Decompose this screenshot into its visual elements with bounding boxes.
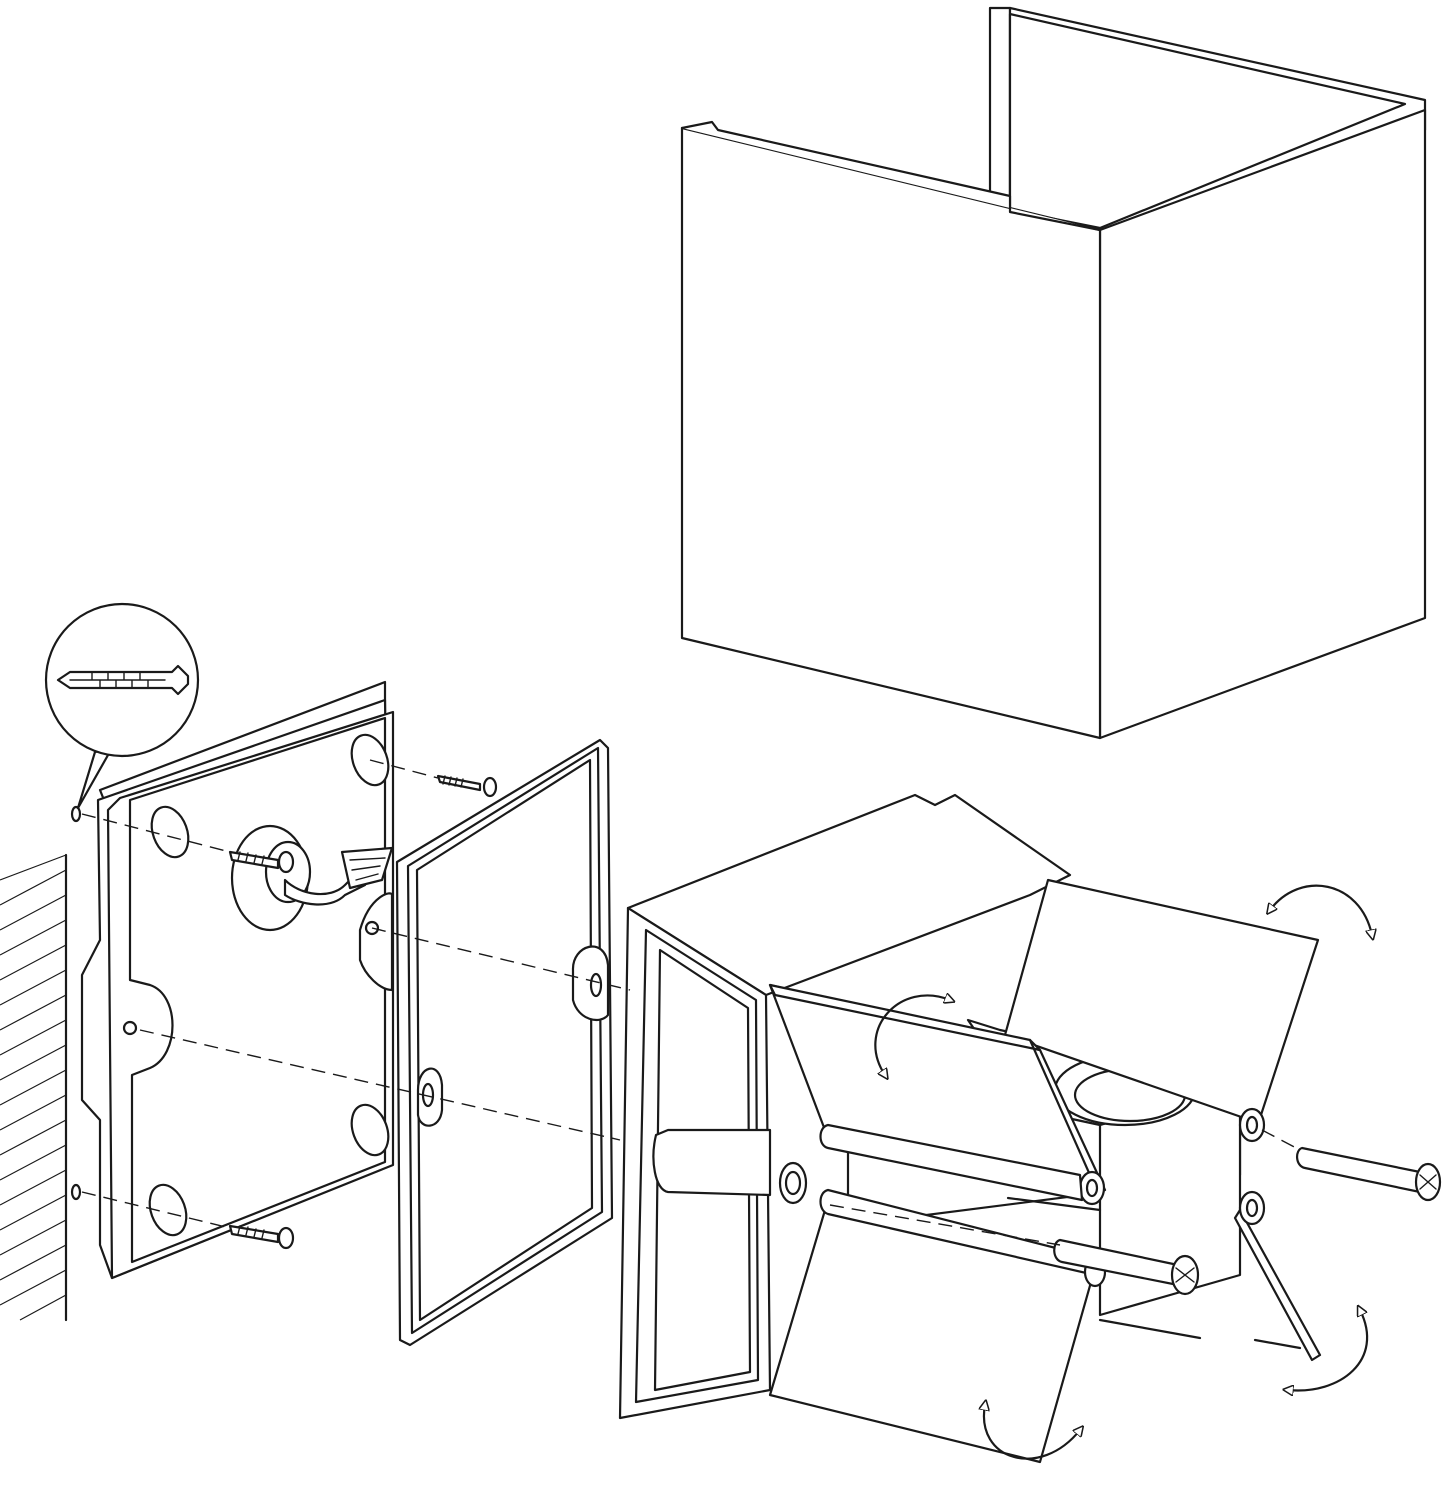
screw-icon [436,774,498,798]
screw-icon [1296,1146,1442,1202]
wall-hole-top [70,805,82,823]
mounting-plate [80,680,395,1280]
screw-icon [228,850,295,874]
cable-gland [230,824,394,932]
curved-double-arrow-icon [984,1405,1080,1460]
wall-plug-detail [44,602,200,810]
rotation-arrows [874,884,1372,1460]
screws [228,774,1442,1296]
screw-icon [228,1224,295,1250]
wall-hatching [0,854,67,1321]
screw-icon [1053,1238,1200,1296]
wall-hole-bottom [70,1183,82,1201]
alignment-lines [81,759,1301,1246]
adjustable-flaps-upper [768,878,1320,1206]
curved-double-arrow-icon [1288,1310,1368,1390]
curved-double-arrow-icon [874,995,950,1075]
gasket-frame [395,738,614,1347]
cover-shade [680,6,1427,740]
curved-double-arrow-icon [1270,884,1372,935]
wall [0,805,82,1322]
